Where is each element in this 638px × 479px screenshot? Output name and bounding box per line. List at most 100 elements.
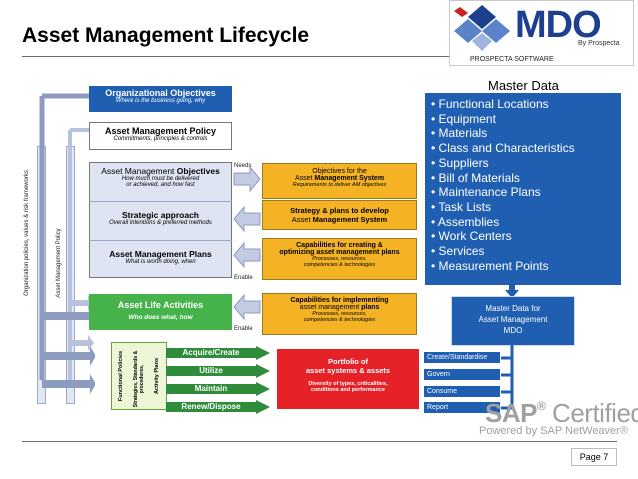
md-item: Services <box>431 244 617 259</box>
policy-sub: Commitments, principles & controls <box>113 136 208 142</box>
cap-impl-l2-pre: asset management <box>299 304 362 311</box>
divider <box>89 201 232 202</box>
green-arrows <box>166 346 270 414</box>
master-data-panel: Functional Locations Equipment Materials… <box>425 93 621 285</box>
brand-logo-box <box>449 0 634 66</box>
capabilities-impl-box: Capabilities for implementing asset mana… <box>262 293 417 335</box>
enable-label-2: Enable <box>234 326 253 332</box>
functional-label-1: Functional Policies <box>118 350 124 402</box>
system-objectives-box: Objectives for the Asset Management Syst… <box>262 163 417 199</box>
cap-impl-l1: Capabilities for implementing <box>290 297 389 304</box>
org-objectives-title: Organizational Objectives <box>105 88 216 98</box>
title-underline <box>22 56 450 57</box>
md-item: Task Lists <box>431 200 617 215</box>
strategic-box: Strategic approach Overall intentions & … <box>89 210 232 226</box>
portfolio-box: Portfolio of asset systems & assets Dive… <box>277 349 419 409</box>
functional-policies-box: Functional Policies Strategies, Standard… <box>111 342 167 410</box>
arrow-renew: Renew/Dispose <box>181 402 241 411</box>
md-item: Assemblies <box>431 215 617 230</box>
org-objectives-box: Organizational Objectives Where is the b… <box>89 86 232 112</box>
cap-impl-l4: competencies & technologies <box>303 317 376 323</box>
strategic-title: Strategic approach <box>122 210 199 220</box>
strategic-sub: Overall intentions & preferred methods <box>109 220 212 226</box>
mdo-box-l1: Master Data for <box>485 304 541 313</box>
system-strategy-box: Strategy & plans to develop Asset Manage… <box>262 200 417 230</box>
md-item: Materials <box>431 126 617 141</box>
gov-create: Create/Standardise <box>424 352 500 363</box>
functional-label-3: Activity Plans <box>154 357 160 395</box>
sys-obj-l2-b: Management System <box>314 175 385 182</box>
mdo-box-l3: MDO <box>503 326 523 335</box>
md-item: Measurement Points <box>431 259 617 274</box>
am-plans-box: Asset Management Plans What is worth doi… <box>89 249 232 265</box>
mdo-box: Master Data for Asset Management MDO <box>451 296 575 346</box>
sap-certified-text: Certified <box>552 398 638 428</box>
company-name: PROSPECTA SOFTWARE <box>470 56 554 63</box>
portfolio-l2: asset systems & assets <box>305 366 391 375</box>
brand-sub: By Prospecta <box>578 40 620 47</box>
cap-impl-l2-b: plans <box>361 304 380 311</box>
md-item: Maintenance Plans <box>431 185 617 200</box>
enable-label-1: Enable <box>234 275 253 281</box>
cap-impl-l3: Processes, resources, <box>312 311 367 317</box>
sys-obj-l1: Objectives for the <box>312 168 367 175</box>
arrow-acquire: Acquire/Create <box>182 348 240 357</box>
cap-create-l2-b: plans <box>381 249 400 256</box>
md-item: Equipment <box>431 112 617 127</box>
sys-obj-l2-pre: Asset <box>294 175 315 182</box>
md-item: Functional Locations <box>431 97 617 112</box>
portfolio-l4: conditions and performance <box>311 387 385 393</box>
left-flow-arrows <box>39 93 95 394</box>
gov-govern: Govern <box>424 369 500 380</box>
gov-report: Report <box>424 402 500 413</box>
capabilities-creating-box: Capabilities for creating & optimizing a… <box>262 238 417 280</box>
am-objectives-title-pre: Asset Management <box>101 166 177 176</box>
sys-strat-l1: Strategy & plans to develop <box>290 206 389 215</box>
am-plans-sub: What is worth doing, when <box>125 259 196 265</box>
org-objectives-sub: Where is the business going, why <box>115 98 206 104</box>
cap-create-l2-pre: optimizing asset management <box>279 249 382 256</box>
sys-strat-l2-pre: Asset <box>291 215 313 224</box>
page-number: Page 7 <box>571 448 617 466</box>
portfolio-l1: Portfolio of <box>328 357 368 366</box>
sap-sub: Powered by SAP NetWeaver® <box>479 425 628 437</box>
am-objectives-box: Asset Management Objectives How much mus… <box>89 166 232 188</box>
mdo-logo-icon <box>454 5 510 51</box>
divider <box>89 240 232 241</box>
gov-consume: Consume <box>424 386 500 397</box>
am-objectives-title-b: Objectives <box>176 166 220 176</box>
md-item: Work Centers <box>431 229 617 244</box>
sap-certified-logo: SAP® Certified <box>485 400 638 426</box>
policy-box: Asset Management Policy Commitments, pri… <box>89 122 232 150</box>
am-plans-title: Asset Management Plans <box>109 249 212 259</box>
cap-create-l1: Capabilities for creating & <box>296 242 383 249</box>
life-activities-sub: Who does what, how <box>128 314 193 321</box>
master-data-title: Master Data <box>488 78 559 93</box>
brand-name: MDO <box>515 4 602 46</box>
down-arrow-icon <box>505 284 519 298</box>
governance-connector <box>501 344 514 410</box>
middle-arrows <box>233 165 261 321</box>
cap-create-l4: competencies & technologies <box>303 262 376 268</box>
page-title: Asset Management Lifecycle <box>22 24 310 47</box>
sys-obj-l3: Requirements to deliver AM objectives <box>292 182 387 188</box>
arrow-maintain: Maintain <box>194 384 228 393</box>
mdo-box-l2: Asset Management <box>478 315 548 324</box>
sap-brand: SAP <box>485 398 537 428</box>
footer-line <box>22 441 617 442</box>
sys-strat-l2-b: Management System <box>312 215 388 224</box>
am-objectives-sub2: or achieved, and how fast <box>126 182 195 188</box>
functional-label-2: Strategies, Standards & procedures, <box>133 350 145 408</box>
portfolio-l3: Diversity of types, criticalities, <box>308 381 388 387</box>
needs-label: Needs <box>234 163 252 169</box>
md-item: Suppliers <box>431 156 617 171</box>
life-activities-title: Asset Life Activities <box>117 300 204 310</box>
md-item: Class and Characteristics <box>431 141 617 156</box>
life-activities-box: Asset Life Activities Who does what, how <box>89 294 232 330</box>
policy-title: Asset Management Policy <box>104 126 217 136</box>
cap-create-l3: Processes, resources, <box>312 256 367 262</box>
arrow-utilize: Utilize <box>199 366 223 375</box>
md-item: Bill of Materials <box>431 171 617 186</box>
am-stack <box>89 162 232 278</box>
am-objectives-sub1: How much must be delivered <box>121 176 200 182</box>
